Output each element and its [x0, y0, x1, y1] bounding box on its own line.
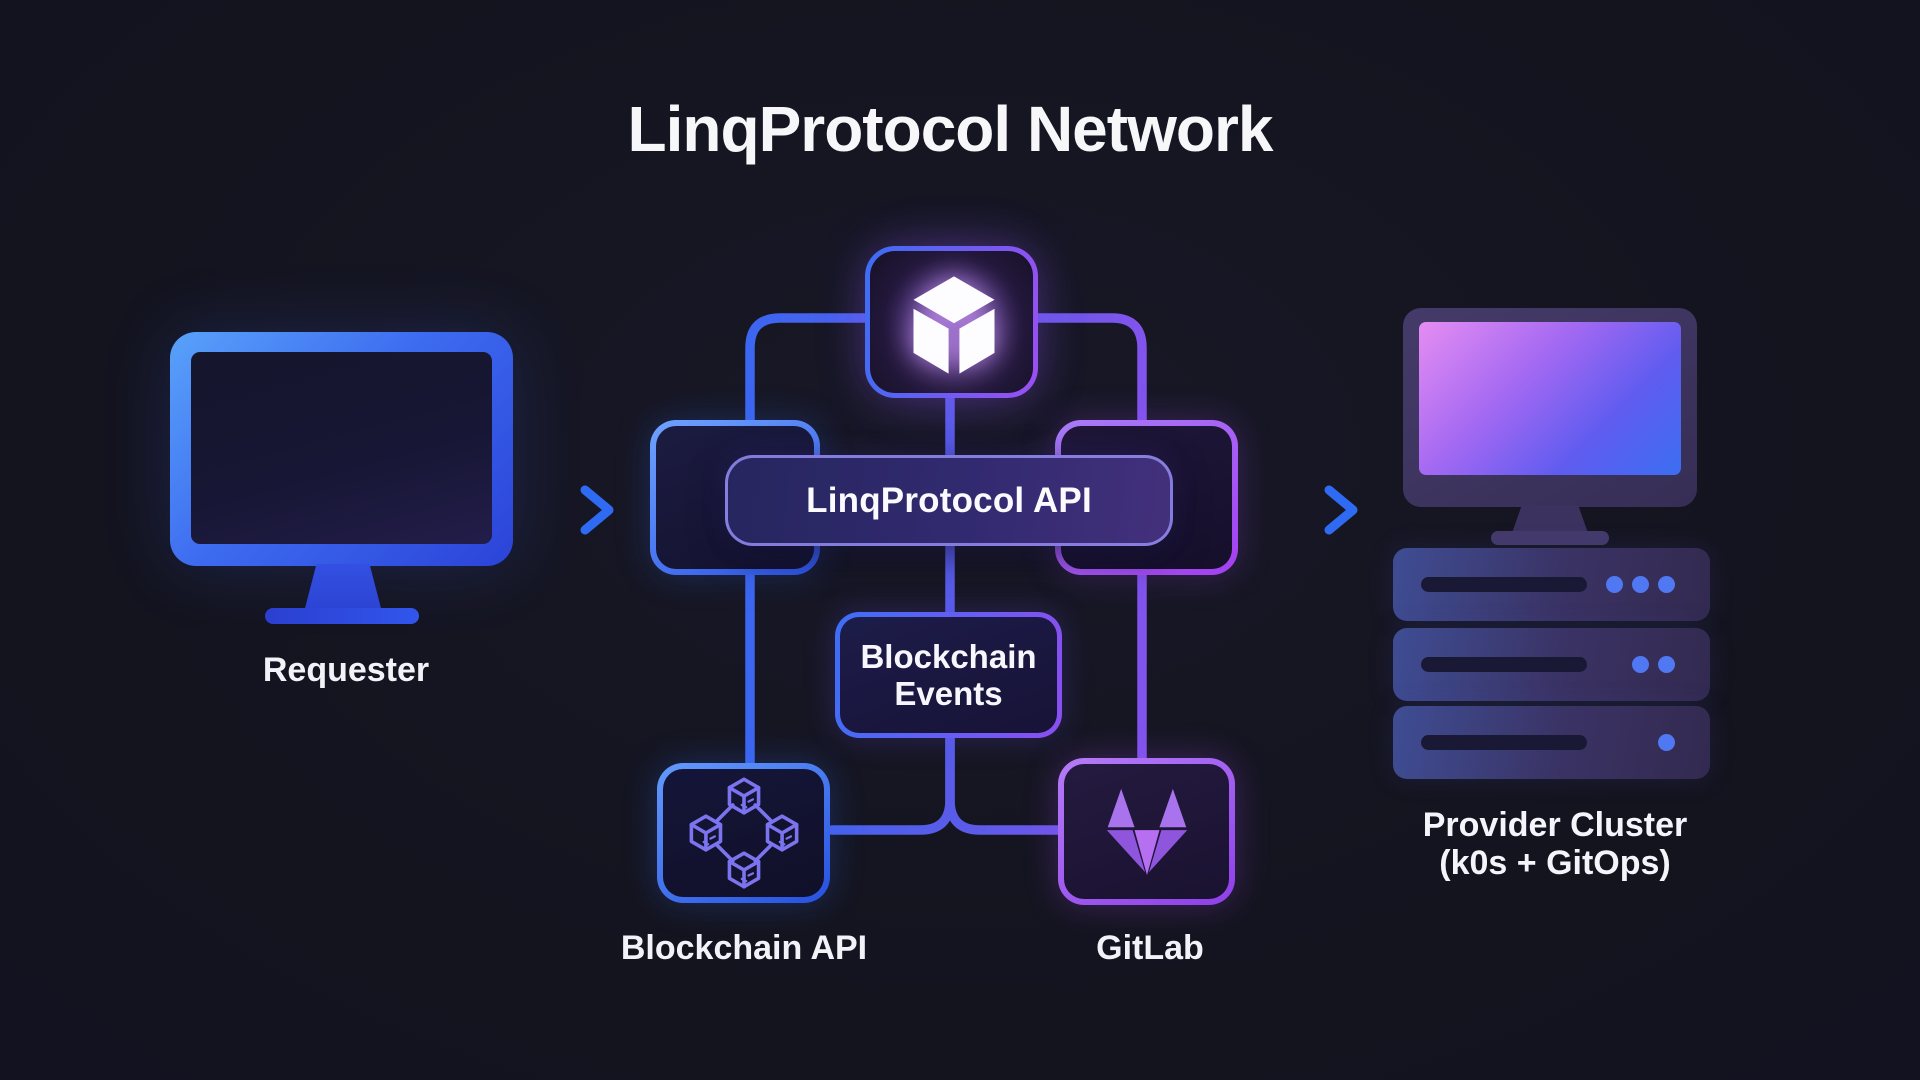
arrow-right-icon: [544, 485, 614, 535]
arrow-right-icon: [1240, 485, 1358, 535]
blockchain-api-label: Blockchain API: [620, 929, 868, 967]
monitor-icon: [170, 332, 513, 566]
rack-led: [1632, 576, 1649, 593]
provider-monitor-icon: [1403, 308, 1697, 507]
events-label-line2: Events: [894, 675, 1003, 712]
rack-led: [1658, 656, 1675, 673]
rack-led: [1658, 734, 1675, 751]
gitlab-node: [1058, 758, 1235, 905]
events-label-line1: Blockchain: [860, 638, 1037, 675]
server-rack-unit-3: [1393, 706, 1710, 779]
api-node-label: LinqProtocol API: [806, 480, 1092, 520]
gitlab-tanuki-icon: [1106, 788, 1187, 875]
provider-monitor-screen: [1419, 322, 1681, 475]
provider-cluster-label-line1: Provider Cluster: [1422, 806, 1688, 844]
rack-slot: [1421, 657, 1587, 672]
edge-events-to-blockchain-api: [827, 733, 955, 835]
provider-monitor-base: [1491, 531, 1609, 545]
server-rack-unit-2: [1393, 628, 1710, 701]
edge-events-to-gitlab: [945, 733, 1065, 835]
edge-hub-to-left-box: [745, 313, 873, 427]
monitor-base: [265, 608, 419, 624]
hub-node: [865, 246, 1038, 398]
gitlab-label: GitLab: [1096, 929, 1204, 967]
rack-slot: [1421, 577, 1587, 592]
connector-lines: [745, 313, 1147, 835]
rack-slot: [1421, 735, 1587, 750]
requester-label: Requester: [262, 651, 430, 689]
blockchain-api-node: [657, 763, 830, 903]
server-rack-unit-1: [1393, 548, 1710, 621]
rack-led: [1632, 656, 1649, 673]
blockchain-network-icon: [689, 777, 798, 889]
provider-cluster-label: Provider Cluster (k0s + GitOps): [1423, 806, 1688, 882]
rack-led: [1658, 576, 1675, 593]
monitor-stand: [304, 564, 382, 612]
monitor-screen: [191, 352, 492, 544]
provider-cluster-label-line2: (k0s + GitOps): [1439, 844, 1671, 882]
package-cube-icon: [913, 276, 995, 374]
blockchain-events-node: Blockchain Events: [835, 612, 1062, 738]
edge-hub-to-right-box: [1031, 313, 1147, 427]
api-node: LinqProtocol API: [725, 455, 1173, 546]
page-title: LinqProtocol Network: [627, 93, 1274, 165]
provider-monitor-stand: [1512, 505, 1588, 533]
rack-led: [1606, 576, 1623, 593]
